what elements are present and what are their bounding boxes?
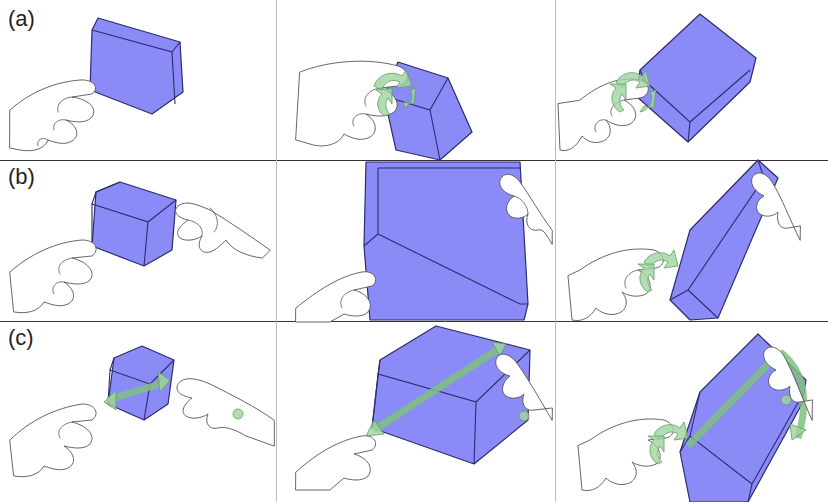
finger-lines [59,422,72,438]
rotation-arrow [640,90,656,112]
panel-label: (b) [8,166,35,188]
rotation-arrow [610,84,626,112]
hand [500,174,552,244]
hand [177,379,274,446]
row-divider [0,160,828,161]
box [92,182,176,266]
finger-lines [353,88,380,126]
finger-lines [514,196,528,214]
panel-a3 [558,14,756,150]
finger-lines [38,97,72,146]
box-edges [92,30,180,104]
axis-line [688,352,780,446]
rotation-arrow [648,436,664,464]
panel-a2 [296,61,472,160]
hand [10,240,96,313]
axis-line [374,348,500,430]
hand [10,80,96,151]
hand [296,272,376,322]
hand [496,354,552,420]
axis-arrowheads [366,342,506,436]
axis-arrowheads [104,372,170,410]
box-edges [636,70,750,142]
panel-b2 [296,162,552,322]
box [636,14,756,142]
touch-point [781,395,791,405]
hand [296,436,376,490]
rotation-arrow [376,88,392,116]
hand [10,404,96,477]
column-divider [555,0,556,502]
box-edges [108,358,174,420]
box-edges [670,160,764,318]
panel-c3 [578,334,812,502]
panel-a1 [10,18,183,151]
hand [558,79,648,151]
hand [764,347,812,420]
rotation-arrow [638,264,654,292]
column-divider [276,0,277,502]
hand [752,173,800,240]
panel-b1 [10,182,270,313]
panel-b3 [568,160,800,321]
rotation-arrow [374,70,412,90]
axis-line [108,382,166,400]
box-edges [92,182,176,266]
hand [176,203,270,258]
finger-lines [625,270,638,288]
panel-label: (c) [8,327,34,349]
box-edges [384,78,448,160]
touch-point [233,409,243,419]
finger-lines [188,208,217,236]
panel-c1 [10,346,274,477]
rotation-arrow [404,88,416,108]
box [90,18,183,114]
box [680,334,806,502]
touch-point [519,411,529,421]
box-edges [680,392,804,502]
panel-c2 [296,326,552,490]
rotation-arrowhead [790,424,806,440]
finger-lines [341,290,354,308]
finger-lines [53,258,72,294]
panel-label: (a) [8,8,35,30]
row-divider [0,321,828,322]
